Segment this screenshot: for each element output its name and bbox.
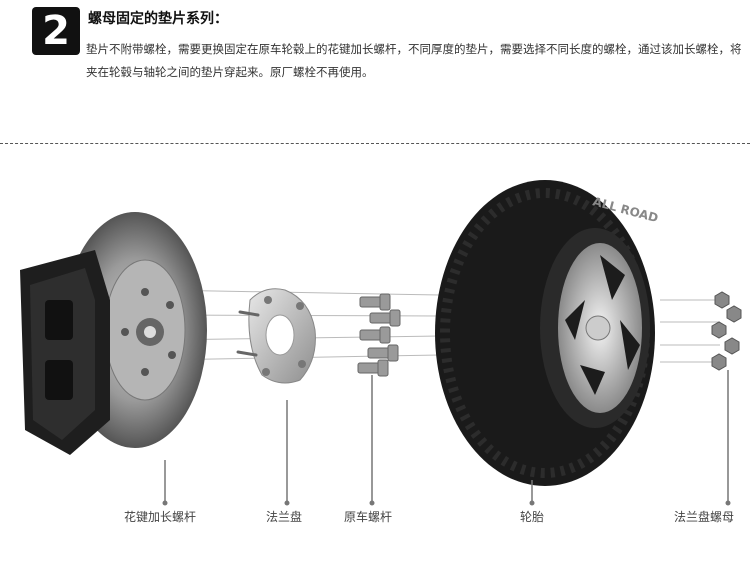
spacer-icon: [236, 288, 316, 384]
divider: [0, 143, 750, 144]
caliper-icon: [20, 250, 110, 455]
label-flange-nut: 法兰盘螺母: [674, 510, 735, 524]
section-description: 垫片不附带螺栓，需要更换固定在原车轮毂上的花键加长螺杆，不同厚度的垫片，需要选择…: [86, 42, 742, 79]
leader-lines: [164, 370, 729, 505]
label-original-bolt: 原车螺杆: [344, 510, 393, 524]
label-extended-bolt: 花键加长螺杆: [124, 510, 197, 524]
bolt-icon: [357, 293, 401, 377]
label-flange: 法兰盘: [266, 510, 303, 524]
step-number-badge: 2: [32, 7, 80, 55]
tire-icon: ALL ROAD: [435, 180, 660, 486]
nut-icon: [711, 291, 742, 371]
label-tire: 轮胎: [520, 510, 545, 524]
section-title: 螺母固定的垫片系列：: [88, 11, 228, 27]
